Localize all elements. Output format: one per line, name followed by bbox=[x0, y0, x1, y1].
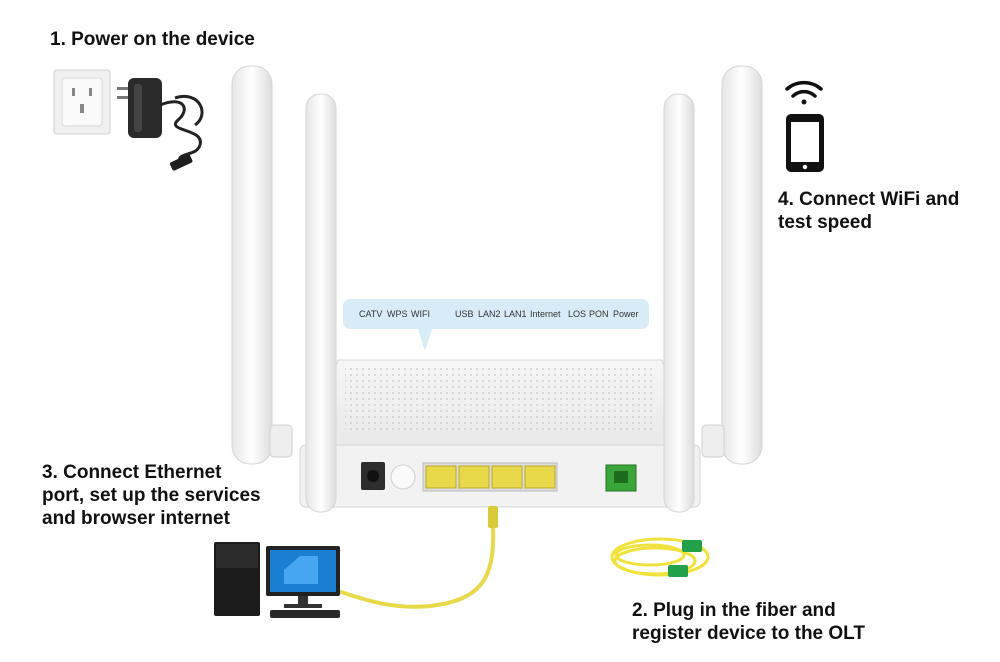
fiber-cable bbox=[610, 537, 710, 577]
lan-port-icon bbox=[524, 465, 556, 489]
lan-port-icon bbox=[425, 465, 457, 489]
led-label-pon: PON bbox=[589, 309, 609, 319]
power-adapter-icon bbox=[117, 78, 204, 171]
led-label-lan1: LAN1 bbox=[504, 309, 527, 319]
wifi-icon bbox=[785, 81, 823, 105]
step-4-label: 4. Connect WiFi and test speed bbox=[778, 188, 998, 234]
led-label-usb: USB bbox=[455, 309, 474, 319]
fiber-connector-icon bbox=[682, 540, 702, 552]
led-label-catv: CATV bbox=[359, 309, 383, 319]
power-outlet-icon bbox=[53, 69, 111, 135]
desktop-computer-icon bbox=[214, 542, 340, 618]
step-4-line-1: 4. Connect WiFi and bbox=[778, 189, 960, 210]
led-label-wifi: WIFI bbox=[411, 309, 430, 319]
ethernet-cable bbox=[334, 506, 498, 609]
step-3-label: 3. Connect Ethernet port, set up the ser… bbox=[42, 461, 302, 530]
reset-button-icon bbox=[390, 464, 416, 490]
led-label-los: LOS bbox=[568, 309, 587, 319]
led-label-lan2: LAN2 bbox=[478, 309, 501, 319]
smartphone-icon bbox=[786, 114, 824, 172]
lan-port-icon bbox=[491, 465, 523, 489]
step-2-line-2: register device to the OLT bbox=[632, 623, 865, 644]
led-indicator-callout: CATV WPS WIFI USB LAN2 LAN1 Internet LOS… bbox=[343, 299, 649, 351]
router-rear-ports bbox=[361, 462, 637, 492]
step-2-label: 2. Plug in the fiber and register device… bbox=[632, 599, 932, 645]
step-4-line-2: test speed bbox=[778, 212, 872, 233]
led-label-power: Power bbox=[613, 309, 639, 319]
led-label-wps: WPS bbox=[387, 309, 408, 319]
lan-port-icon bbox=[458, 465, 490, 489]
step-3-line-3: and browser internet bbox=[42, 508, 230, 529]
step-3-line-2: port, set up the services bbox=[42, 485, 261, 506]
step-3-line-1: 3. Connect Ethernet bbox=[42, 462, 222, 483]
router-antennas bbox=[231, 65, 763, 465]
led-label-internet: Internet bbox=[530, 309, 561, 319]
router-front-antennas bbox=[305, 93, 695, 513]
step-2-line-1: 2. Plug in the fiber and bbox=[632, 600, 836, 621]
fiber-connector-icon bbox=[668, 565, 688, 577]
step-1-label: 1. Power on the device bbox=[50, 29, 255, 50]
